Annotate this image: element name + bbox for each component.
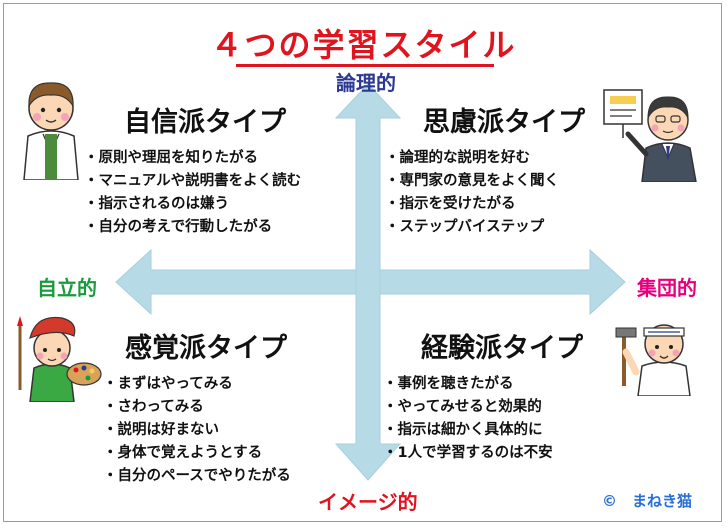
quadrant-list: まずはやってみる さわってみる 説明は好まない 身体で覚えようとする 自分のペー…: [103, 373, 291, 488]
list-item: 指示は細かく具体的に: [383, 419, 583, 442]
quadrant-bottom-left: 感覚派タイプ まずはやってみる さわってみる 説明は好まない 身体で覚えようとす…: [103, 326, 291, 488]
painter-icon: [17, 316, 102, 402]
quadrant-list: 事例を聴きたがる やってみせると効果的 指示は細かく具体的に 1人で学習するのは…: [383, 373, 583, 465]
credit-text: © まねき猫: [602, 492, 693, 510]
list-item: マニュアルや説明書をよく読む: [84, 170, 302, 193]
vertical-axis-arrow: [334, 83, 402, 481]
quadrant-title: 思慮派タイプ: [423, 107, 585, 138]
page-title: ４つの学習スタイル: [210, 26, 517, 64]
list-item: さわってみる: [103, 396, 291, 419]
list-item: まずはやってみる: [103, 373, 291, 396]
scholar-icon: [23, 82, 79, 180]
quadrant-title: 自信派タイプ: [124, 107, 286, 138]
quadrant-top-right: 思慮派タイプ 論理的な説明を好む 専門家の意見をよく聞く 指示を受けたがる ステ…: [385, 100, 586, 239]
quadrant-list: 論理的な説明を好む 専門家の意見をよく聞く 指示を受けたがる ステップバイステッ…: [385, 147, 585, 239]
list-item: 原則や理屈を知りたがる: [84, 147, 301, 170]
carpenter-icon: [615, 324, 691, 396]
list-item: 指示を受けたがる: [385, 193, 585, 216]
list-item: ステップバイステップ: [385, 216, 585, 239]
list-item: 1人で学習するのは不安: [383, 442, 583, 465]
list-item: 専門家の意見をよく聞く: [385, 170, 585, 193]
list-item: やってみせると効果的: [383, 396, 583, 419]
list-item: 自分の考えで行動したがる: [84, 216, 301, 239]
list-item: 自分のペースでやりたがる: [103, 465, 291, 488]
presenter-icon: [603, 89, 697, 182]
axis-label-right: 集団的: [637, 276, 697, 300]
axis-label-left: 自立的: [37, 276, 97, 300]
list-item: 身体で覚えようとする: [103, 442, 291, 465]
quadrant-top-left: 自信派タイプ 原則や理屈を知りたがる マニュアルや説明書をよく読む 指示されるの…: [84, 100, 302, 239]
title-underline: [236, 64, 494, 67]
axis-label-bottom: イメージ的: [318, 490, 418, 514]
list-item: 論理的な説明を好む: [385, 147, 585, 170]
list-item: 指示されるのは嫌う: [84, 193, 301, 216]
quadrant-bottom-right: 経験派タイプ 事例を聴きたがる やってみせると効果的 指示は細かく具体的に 1人…: [383, 326, 584, 465]
list-item: 事例を聴きたがる: [383, 373, 583, 396]
axis-label-top: 論理的: [336, 71, 396, 95]
list-item: 説明は好まない: [103, 419, 291, 442]
quadrant-title: 経験派タイプ: [421, 333, 583, 364]
quadrant-list: 原則や理屈を知りたがる マニュアルや説明書をよく読む 指示されるのは嫌う 自分の…: [84, 147, 302, 239]
quadrant-title: 感覚派タイプ: [125, 333, 287, 364]
